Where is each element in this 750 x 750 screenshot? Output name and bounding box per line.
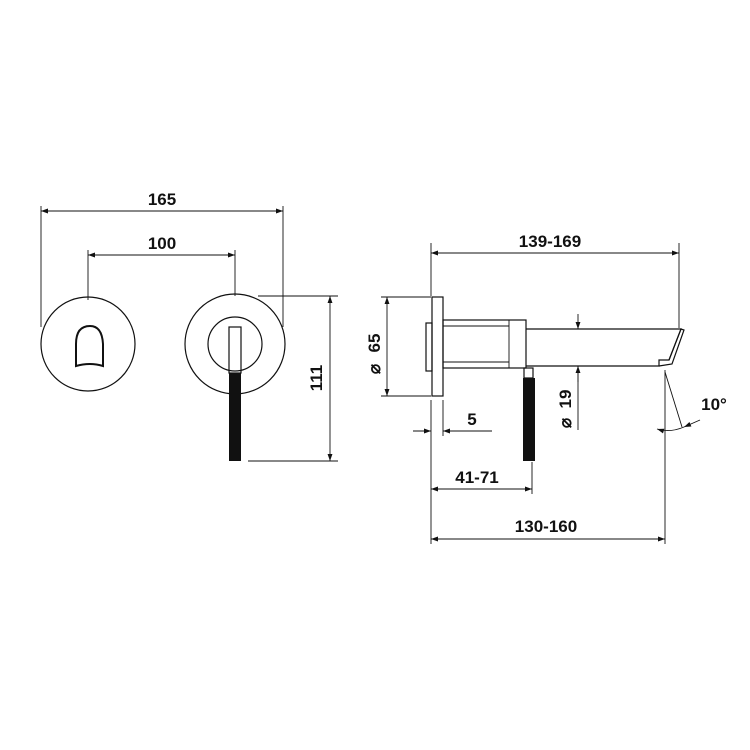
dim-lever-distance: 41-71 (431, 468, 532, 492)
mixer-body (442, 319, 527, 369)
dim-plate-thickness: 5 (413, 410, 492, 434)
dim-label-spout-angle: 10° (701, 395, 727, 414)
spout (526, 328, 682, 367)
spout-rosette (40, 296, 136, 392)
dim-label-center-distance: 100 (148, 234, 176, 253)
dim-label-spout-length: 139-169 (519, 232, 581, 251)
dim-spout-projection: 130-160 (431, 517, 665, 542)
dim-label-lever-distance: 41-71 (455, 468, 498, 487)
dim-total-width: 165 (41, 190, 283, 214)
mixer-rosette (184, 293, 286, 461)
dim-label-spout-projection: 130-160 (515, 517, 577, 536)
dim-label-plate-thickness: 5 (467, 410, 476, 429)
dim-symbol-spout: ⌀ (556, 417, 575, 428)
dim-label-spout-diameter: 19 (556, 390, 575, 409)
side-view: 139-169 ⌀ 65 ⌀ 19 5 (365, 232, 727, 544)
spout-outlet-icon (75, 324, 104, 368)
front-view: 165 100 111 (40, 190, 338, 462)
lever-side-base (523, 367, 534, 379)
dim-front-height: 111 (307, 296, 333, 461)
dim-spout-length: 139-169 (431, 232, 679, 256)
lever-handle (229, 373, 241, 461)
dim-spout-angle: 10° (656, 371, 727, 434)
dim-spout-diameter: ⌀ 19 (556, 314, 581, 430)
dim-label-total-width: 165 (148, 190, 176, 209)
lever-base (228, 326, 242, 374)
dim-rosette-diameter: ⌀ 65 (365, 297, 390, 396)
plate-flange (425, 322, 433, 372)
wall-plate (431, 296, 444, 397)
dim-center-distance: 100 (88, 234, 235, 258)
dim-label-rosette-diameter: 65 (365, 334, 384, 353)
dim-label-front-height: 111 (307, 365, 326, 392)
lever-side-handle (523, 378, 535, 461)
dim-symbol-rosette: ⌀ (365, 363, 384, 374)
